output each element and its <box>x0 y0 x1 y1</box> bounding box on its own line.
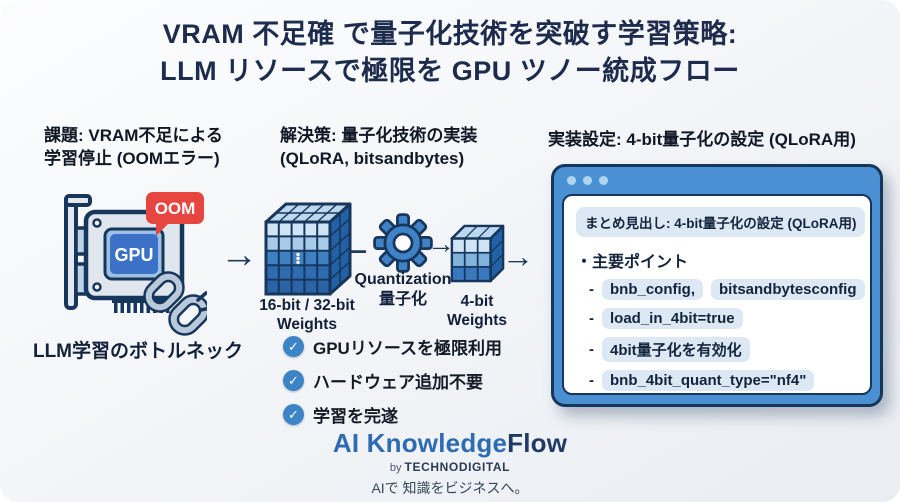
oom-badge-label: OOM <box>155 199 196 218</box>
weights-16bit-label-line1: 16-bit / 32-bit <box>259 297 355 314</box>
list-item: - bnb_config, bitsandbytesconfig <box>589 279 865 300</box>
implementation-header: 実装設定: 4-bit量子化の設定 (QLoRA用) <box>548 130 856 149</box>
weights-4bit-cube-icon <box>450 224 505 283</box>
byline-company: TECHNODIGITAL <box>404 460 511 474</box>
brand-logo: AI KnowledgeFlow <box>0 429 900 457</box>
list-item: - bnb_4bit_quant_type="nf4" <box>589 370 858 391</box>
problem-header-line2: 学習停止 (OOMエラー) <box>44 149 220 168</box>
weights-4bit-label-line2: Weights <box>447 312 507 329</box>
weights-16bit-label-line2: Weights <box>277 316 337 333</box>
problem-header-line1: 課題: VRAM不足による <box>44 126 223 145</box>
weights-16bit-label: 16-bit / 32-bit Weights <box>238 296 376 334</box>
brand-name-part2: Flow <box>507 428 568 458</box>
weights-16bit-cube-icon <box>264 202 352 296</box>
problem-caption: LLM学習のボトルネック <box>32 341 244 362</box>
key-points-title: ・主要ポイント <box>576 254 689 271</box>
settings-window: まとめ見出し: 4-bit量子化の設定 (QLoRA用) ・主要ポイント - b… <box>551 164 883 407</box>
arrow-problem-to-solution-icon: → <box>220 234 258 276</box>
solution-header-line1: 解決策: 量子化技術の実装 <box>280 126 478 145</box>
list-item: ✓ ハードウェア追加不要 <box>283 368 502 393</box>
bullet-dash: - <box>589 281 594 298</box>
gpu-card-icon: GPU OOM <box>64 192 207 336</box>
quantization-label-en: Quantization <box>354 271 452 288</box>
brand-name-part1: AI Knowledge <box>332 428 508 458</box>
solution-header: 解決策: 量子化技術の実装 (QLoRA, bitsandbytes) <box>280 124 530 170</box>
quantization-label-ja: 量子化 <box>378 291 427 308</box>
brand-tagline: AIで 知識をビジネスへ。 <box>371 480 529 496</box>
check-icon: ✓ <box>283 370 304 391</box>
window-dot-icon <box>567 176 576 185</box>
window-traffic-lights-icon <box>567 176 608 185</box>
byline-prefix: by <box>389 462 405 474</box>
list-item: - load_in_4bit=true <box>589 308 858 329</box>
settings-window-body: まとめ見出し: 4-bit量子化の設定 (QLoRA用) ・主要ポイント - b… <box>562 194 872 395</box>
quantization-label: Quantization 量子化 <box>352 270 454 310</box>
benefit-label: GPUリソースを極限利用 <box>313 339 502 358</box>
bullet-dash: - <box>589 372 594 389</box>
gpu-chip-label: GPU <box>114 245 153 265</box>
benefits-list: ✓ GPUリソースを極限利用 ✓ ハードウェア追加不要 ✓ 学習を完遂 <box>283 334 502 427</box>
config-pill: bitsandbytesconfig <box>711 279 865 300</box>
arrow-solution-to-implementation-icon: → <box>502 238 534 274</box>
broken-chain-icon <box>143 271 207 336</box>
check-icon: ✓ <box>283 336 304 357</box>
brand-byline: by TECHNODIGITAL <box>0 460 900 475</box>
list-item: ✓ 学習を完遂 <box>283 402 502 427</box>
page-title: VRAM 不足確 で量子化技術を突破す学習策略: LLM リソースで極限を GP… <box>0 16 900 90</box>
check-icon: ✓ <box>283 404 304 425</box>
config-pill: bnb_4bit_quant_type="nf4" <box>602 370 815 391</box>
key-points-list: - bnb_config, bitsandbytesconfig - load_… <box>589 279 865 391</box>
config-pill: 4bit量子化を有効化 <box>602 337 750 362</box>
bullet-dash: - <box>589 310 594 327</box>
window-dot-icon <box>599 176 608 185</box>
page-title-line1: VRAM 不足確 で量子化技術を突破す学習策略: <box>162 19 738 49</box>
list-item: ✓ GPUリソースを極限利用 <box>283 334 502 359</box>
list-item: - 4bit量子化を有効化 <box>589 337 858 362</box>
bullet-dash: - <box>589 341 594 358</box>
page-title-line2: LLM リソースで極限を GPU ツノー統成フロー <box>160 56 740 86</box>
benefit-label: ハードウェア追加不要 <box>313 373 483 392</box>
weights-4bit-label: 4-bit Weights <box>430 292 524 330</box>
benefit-label: 学習を完遂 <box>313 407 398 426</box>
solution-header-line2: (QLoRA, bitsandbytes) <box>280 149 465 168</box>
config-pill: load_in_4bit=true <box>602 308 743 329</box>
config-pill: bnb_config, <box>602 279 703 300</box>
summary-badge: まとめ見出し: 4-bit量子化の設定 (QLoRA用) <box>576 207 866 237</box>
footer: AI KnowledgeFlow by TECHNODIGITAL AIで 知識… <box>0 429 900 498</box>
weights-4bit-label-line1: 4-bit <box>460 293 494 310</box>
oom-error-badge: OOM <box>146 192 204 236</box>
quantization-gear-icon <box>373 213 433 273</box>
problem-header: 課題: VRAM不足による 学習停止 (OOMエラー) <box>44 124 294 170</box>
window-dot-icon <box>583 176 592 185</box>
